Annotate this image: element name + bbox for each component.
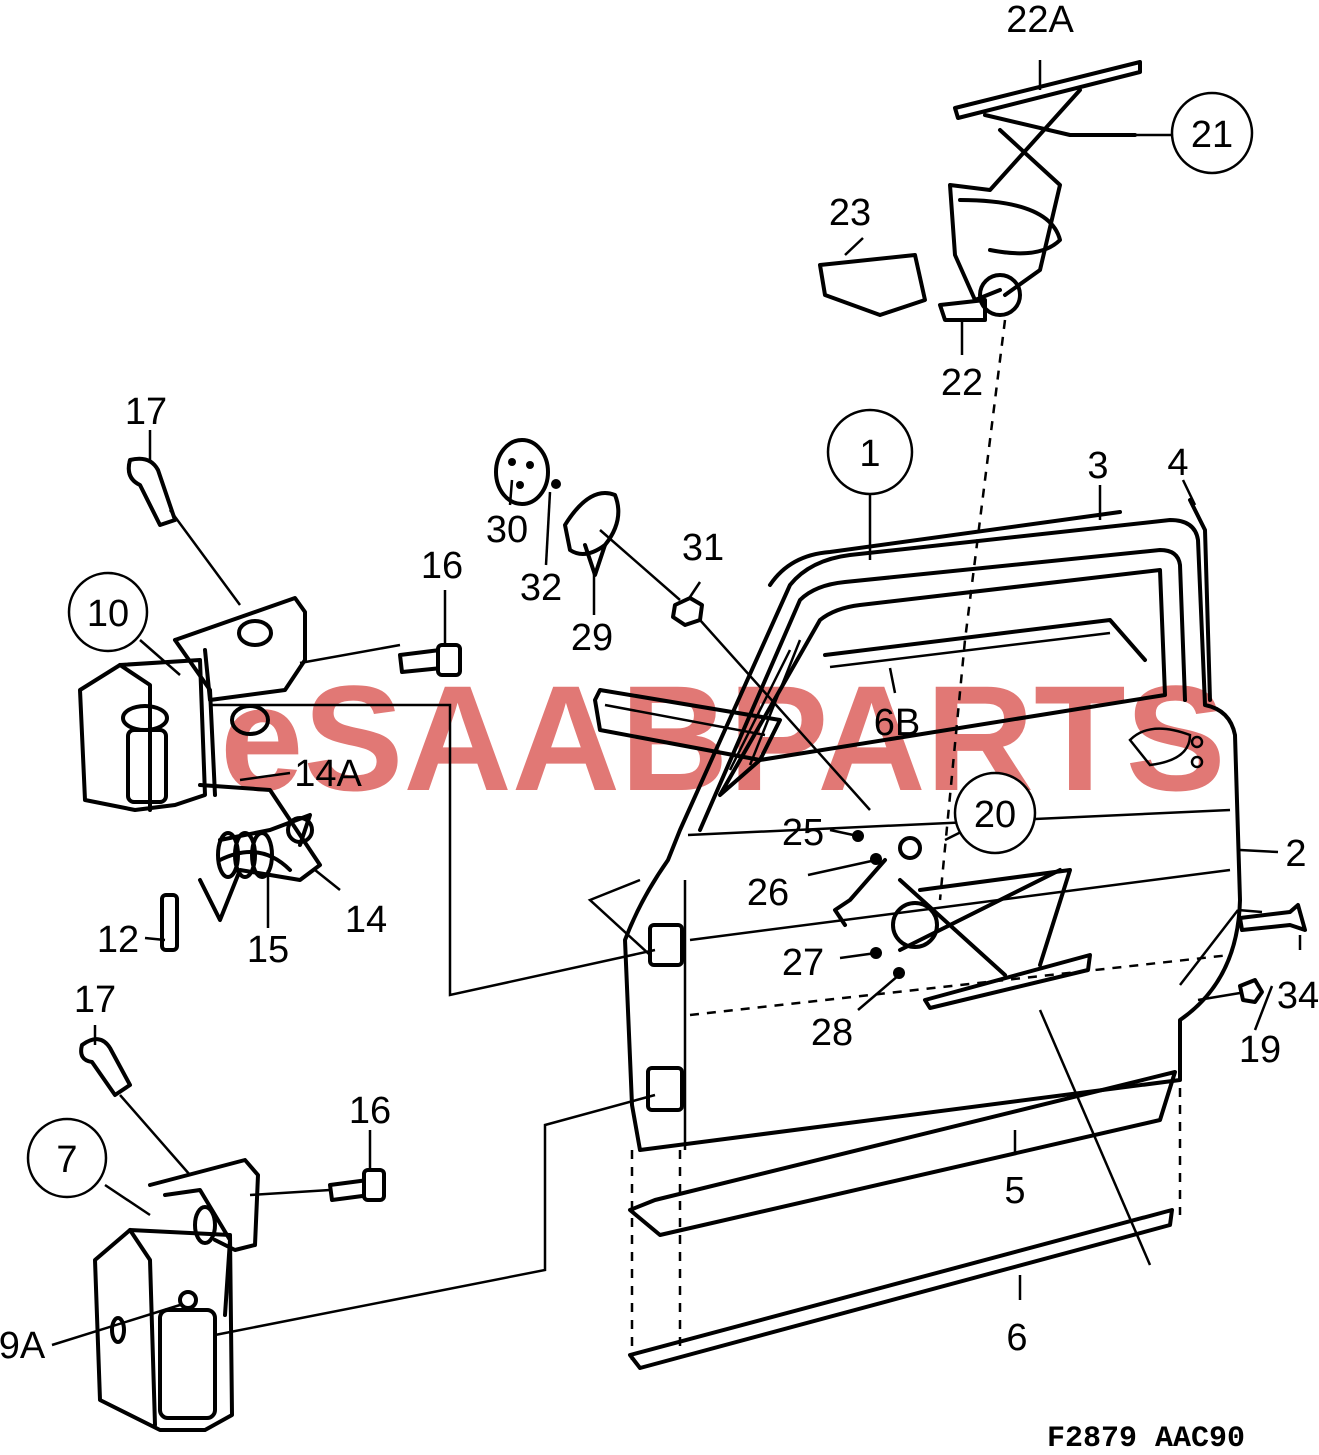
callout-14a: 14A — [294, 753, 362, 795]
callout-10: 10 — [87, 593, 129, 635]
callout-circle-10 — [67, 571, 149, 653]
callout-32: 32 — [520, 567, 562, 609]
lower-hinge — [79, 1037, 386, 1432]
callout-16-upper: 16 — [421, 545, 463, 587]
leader-lines — [51, 60, 1302, 1347]
small-parts — [494, 438, 1307, 1004]
callout-20: 20 — [974, 794, 1016, 836]
callout-circle-7 — [26, 1117, 108, 1199]
callout-25: 25 — [782, 812, 824, 854]
callout-27: 27 — [782, 942, 824, 984]
callout-circle-1 — [826, 408, 914, 496]
upper-hinge — [78, 456, 462, 952]
callout-17-upper: 17 — [125, 391, 167, 433]
callout-22: 22 — [941, 362, 983, 404]
diagram-code: F2879 AAC90 — [1047, 1422, 1245, 1455]
callout-16-lower: 16 — [349, 1090, 391, 1132]
callout-1: 1 — [859, 433, 880, 475]
callout-17-lower: 17 — [74, 979, 116, 1021]
callout-6: 6 — [1006, 1317, 1027, 1359]
window-regulator-upper — [818, 60, 1142, 322]
callout-30: 30 — [486, 509, 528, 551]
callout-31: 31 — [682, 527, 724, 569]
callout-circle-21 — [1170, 91, 1254, 175]
callout-23: 23 — [829, 192, 871, 234]
callout-28: 28 — [811, 1012, 853, 1054]
window-regulator-lower — [833, 836, 1092, 1010]
callout-21: 21 — [1191, 114, 1233, 156]
callout-4: 4 — [1167, 442, 1188, 484]
callout-5: 5 — [1004, 1170, 1025, 1212]
callout-12: 12 — [97, 919, 139, 961]
callout-22a: 22A — [1006, 0, 1074, 41]
callout-14: 14 — [345, 899, 387, 941]
callout-9a: 9A — [0, 1325, 46, 1367]
callout-15: 15 — [247, 929, 289, 971]
sill-moulding — [628, 1070, 1177, 1237]
sill-strip — [628, 1208, 1174, 1370]
callout-34: 34 — [1277, 975, 1319, 1017]
callout-3: 3 — [1087, 445, 1108, 487]
window-seal — [768, 510, 1122, 587]
callout-6b: 6B — [874, 702, 920, 744]
callout-19: 19 — [1239, 1029, 1281, 1071]
callout-circle-20 — [953, 771, 1037, 855]
callout-29: 29 — [571, 617, 613, 659]
callout-26: 26 — [747, 872, 789, 914]
callout-2: 2 — [1285, 833, 1306, 875]
callout-7: 7 — [56, 1139, 77, 1181]
